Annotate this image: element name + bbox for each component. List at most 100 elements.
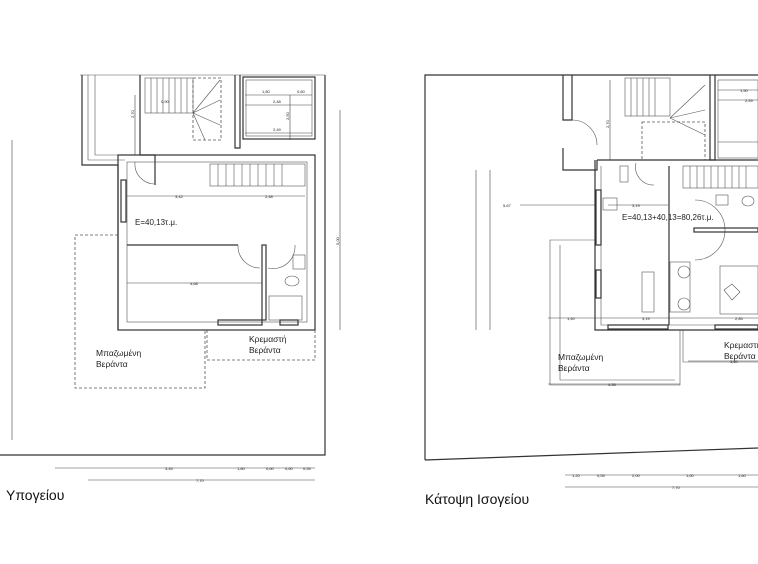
internal-staircase <box>209 163 306 187</box>
toilet-icon <box>284 275 300 287</box>
window <box>217 319 263 326</box>
hanging-veranda-outline <box>682 330 758 363</box>
dim-height-stair: 2,70 <box>605 119 610 128</box>
door-swing <box>134 161 156 185</box>
bathroom-sink-icon <box>715 194 729 206</box>
main-wall-outer <box>594 160 758 331</box>
stair-lower <box>641 121 706 161</box>
wall <box>562 148 598 171</box>
partition-wall <box>261 244 267 321</box>
dim-top-a: 1,80 <box>262 89 271 94</box>
dim-hanging-width: 3,60 <box>730 359 739 364</box>
dim-bottom-4: 1,60 <box>686 473 695 478</box>
dim-top-b: 0,60 <box>297 89 306 94</box>
hanging-veranda-label: Κρεμαστή <box>724 340 758 350</box>
dim-room-width-bottom: 3,19 <box>642 316 651 321</box>
wall <box>94 75 135 156</box>
dim-lower-width: 4,68 <box>190 281 199 286</box>
wall <box>81 75 119 330</box>
window <box>607 324 669 330</box>
window <box>279 319 299 326</box>
door-swing <box>571 119 598 146</box>
covered-veranda-label: Μπαζωμένη <box>558 352 603 362</box>
hanging-veranda-label: Βεράντα <box>724 351 756 361</box>
area-label: E=40,13+40,13=80,26τ.μ. <box>622 213 714 222</box>
toilet-icon <box>741 195 755 207</box>
plan-title: Κάτοψη Ισογείου <box>425 491 529 507</box>
dim-stair-width: 0,90 <box>161 99 170 104</box>
hanging-veranda-label: Κρεμαστή <box>249 334 287 344</box>
covered-veranda-label: Βεράντα <box>558 363 590 373</box>
window <box>595 269 602 299</box>
wall <box>234 75 241 149</box>
dim-top-c: 2,48 <box>273 99 282 104</box>
dim-room-width-top: 3,19 <box>632 203 641 208</box>
storage-box <box>717 79 758 159</box>
dim-bottom-2: 0,55 <box>597 473 606 478</box>
main-room-outer <box>117 154 316 331</box>
covered-veranda-outline <box>549 239 681 386</box>
ground-floor-plan: 3,19 3,19 2,85 1,40 4,35 3,60 5,67 1,50 … <box>424 74 758 507</box>
shower-icon <box>268 295 303 321</box>
wall <box>562 75 573 121</box>
sink-icon <box>292 254 306 270</box>
area-label: E=40,13τ.μ. <box>135 218 177 227</box>
stair-landing <box>192 77 222 141</box>
dim-bedroom-width: 2,85 <box>735 316 744 321</box>
hanging-veranda-outline <box>206 330 316 361</box>
staircase <box>624 77 671 117</box>
armchair-icon <box>677 265 691 279</box>
internal-stair-treads <box>217 164 283 186</box>
dim-total: 7,70 <box>196 478 205 483</box>
site-boundary <box>0 75 326 456</box>
dim-top-a: 1,50 <box>740 88 749 93</box>
door-swing <box>267 244 296 269</box>
sink-icon <box>602 197 618 211</box>
covered-veranda-label: Μπαζωμένη <box>96 348 141 358</box>
dim-bottom-1: 1,20 <box>572 473 581 478</box>
site-boundary <box>424 74 758 460</box>
dim-bottom-5: 0,55 <box>303 466 312 471</box>
main-wall-inner <box>600 166 758 326</box>
bed-icon <box>719 265 758 315</box>
window <box>595 189 602 246</box>
sofa-icon <box>669 261 691 313</box>
dim-veranda-left: 1,40 <box>567 316 576 321</box>
dim-height-box: 2,50 <box>285 111 290 120</box>
dim-top-b: 2,49 <box>745 98 754 103</box>
dim-height-right: 5,00 <box>335 236 340 245</box>
pillow-icon <box>723 283 741 301</box>
door-swing <box>635 162 655 186</box>
plan-title: Υπογείου <box>6 487 64 503</box>
dim-veranda-total: 4,35 <box>608 382 617 387</box>
partition-wall <box>693 227 758 233</box>
wall <box>709 75 716 161</box>
storage-box <box>242 76 316 140</box>
wall <box>87 75 125 161</box>
dimension-lines <box>11 94 341 481</box>
hanging-veranda-label: Βεράντα <box>249 345 281 355</box>
internal-staircase <box>682 165 758 189</box>
window <box>120 179 127 223</box>
covered-veranda-label: Βεράντα <box>96 359 128 369</box>
dim-height-stair: 2,70 <box>130 109 135 118</box>
covered-veranda-inner <box>559 245 675 381</box>
stair-treads <box>630 78 706 136</box>
dim-left-offset: 5,67 <box>503 203 512 208</box>
dim-bottom-3: 0,60 <box>266 466 275 471</box>
dim-bottom-5: 1,60 <box>738 473 747 478</box>
stair-treads <box>150 78 221 141</box>
wall <box>139 75 156 185</box>
dim-bottom-1: 3,45 <box>165 466 174 471</box>
internal-stair-treads <box>689 166 747 188</box>
basement-plan: 3,42 2,48 4,68 1,80 0,60 2,48 2,49 0,90 … <box>0 74 341 503</box>
dimension-lines <box>475 80 758 488</box>
armchair-icon <box>677 297 691 311</box>
dim-top-d: 2,49 <box>273 127 282 132</box>
dim-bottom-2: 1,80 <box>237 466 246 471</box>
door-swing <box>694 199 726 261</box>
dim-total: 7,70 <box>672 485 681 490</box>
door-swing <box>237 244 261 269</box>
dim-room-width-right: 2,48 <box>265 194 274 199</box>
